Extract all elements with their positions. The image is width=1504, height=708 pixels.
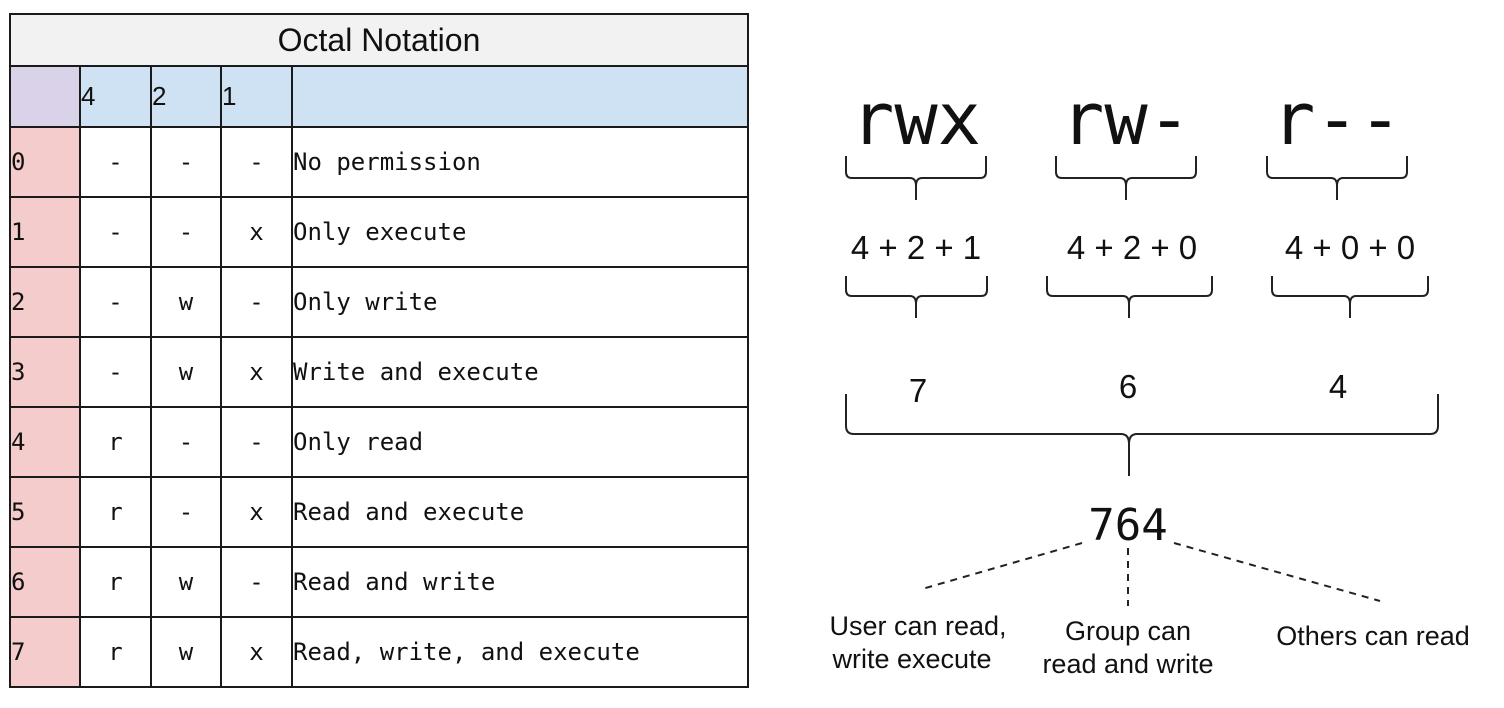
group-permission-string: rw- (1061, 77, 1191, 161)
permission-description: Only execute (291, 196, 749, 268)
user-sum: 4 + 2 + 1 (851, 229, 981, 266)
header-corner-cell (9, 65, 81, 128)
write-bit-cell: - (150, 476, 222, 548)
permission-description: No permission (291, 126, 749, 198)
octal-result: 764 (1088, 500, 1167, 551)
user-brace-sum (845, 276, 988, 318)
others-connector (1173, 542, 1381, 602)
group-brace-top (1055, 156, 1197, 200)
group-brace-sum (1046, 276, 1213, 318)
others-permission-string: r-- (1272, 77, 1402, 161)
permission-description: Read, write, and execute (291, 616, 749, 688)
write-bit-cell: w (150, 616, 222, 688)
read-bit-cell: r (79, 616, 152, 688)
others-brace-sum (1271, 276, 1429, 318)
octal-notation-table: Octal Notation 4 2 1 0 - - - No permissi… (9, 13, 749, 688)
permission-description: Write and execute (291, 336, 749, 408)
header-description-cell (291, 65, 749, 128)
execute-bit-cell: - (220, 266, 293, 338)
read-bit-cell: - (79, 126, 152, 198)
write-bit-cell: w (150, 266, 222, 338)
table-row: 1 - - x Only execute (9, 196, 749, 268)
write-bit-cell: - (150, 196, 222, 268)
user-connector (921, 542, 1083, 590)
group-caption-line-1: Group can (1065, 616, 1191, 646)
read-bit-cell: - (79, 336, 152, 408)
group-octal-digit: 6 (1119, 368, 1137, 405)
table-row: 0 - - - No permission (9, 126, 749, 198)
table-title: Octal Notation (9, 13, 749, 67)
octal-digit-cell: 5 (9, 476, 81, 548)
octal-digit-cell: 3 (9, 336, 81, 408)
octal-digit-cell: 6 (9, 546, 81, 618)
others-octal-digit: 4 (1329, 368, 1347, 405)
octal-digit-cell: 7 (9, 616, 81, 688)
combined-brace (845, 394, 1439, 476)
write-bit-cell: w (150, 546, 222, 618)
others-sum: 4 + 0 + 0 (1285, 229, 1415, 266)
table-row: 7 r w x Read, write, and execute (9, 616, 749, 688)
execute-bit-cell: x (220, 476, 293, 548)
octal-digit-cell: 1 (9, 196, 81, 268)
table-row: 5 r - x Read and execute (9, 476, 749, 548)
read-bit-cell: r (79, 406, 152, 478)
permission-description: Only write (291, 266, 749, 338)
table-row: 3 - w x Write and execute (9, 336, 749, 408)
table-row: 6 r w - Read and write (9, 546, 749, 618)
user-octal-digit: 7 (909, 372, 927, 409)
bit-value-1: 1 (220, 65, 293, 128)
write-bit-cell: - (150, 406, 222, 478)
table-row: 2 - w - Only write (9, 266, 749, 338)
permission-description: Read and write (291, 546, 749, 618)
group-sum: 4 + 2 + 0 (1067, 229, 1197, 266)
others-caption: Others can read (1276, 621, 1470, 651)
bit-value-header-row: 4 2 1 (9, 65, 749, 128)
write-bit-cell: w (150, 336, 222, 408)
permission-description: Only read (291, 406, 749, 478)
user-caption-line-1: User can read, (829, 611, 1006, 641)
write-bit-cell: - (150, 126, 222, 198)
group-caption-line-2: read and write (1042, 649, 1213, 679)
execute-bit-cell: - (220, 406, 293, 478)
others-brace-top (1266, 156, 1408, 200)
table-row: 4 r - - Only read (9, 406, 749, 478)
bit-value-4: 4 (79, 65, 152, 128)
execute-bit-cell: x (220, 196, 293, 268)
execute-bit-cell: x (220, 336, 293, 408)
permission-description: Read and execute (291, 476, 749, 548)
execute-bit-cell: x (220, 616, 293, 688)
read-bit-cell: - (79, 266, 152, 338)
user-brace-top (845, 156, 987, 200)
octal-digit-cell: 2 (9, 266, 81, 338)
execute-bit-cell: - (220, 546, 293, 618)
read-bit-cell: - (79, 196, 152, 268)
octal-digit-cell: 0 (9, 126, 81, 198)
user-permission-string: rwx (851, 77, 981, 161)
read-bit-cell: r (79, 476, 152, 548)
user-caption-line-2: write execute (831, 644, 991, 674)
octal-digit-cell: 4 (9, 406, 81, 478)
bit-value-2: 2 (150, 65, 222, 128)
read-bit-cell: r (79, 546, 152, 618)
execute-bit-cell: - (220, 126, 293, 198)
